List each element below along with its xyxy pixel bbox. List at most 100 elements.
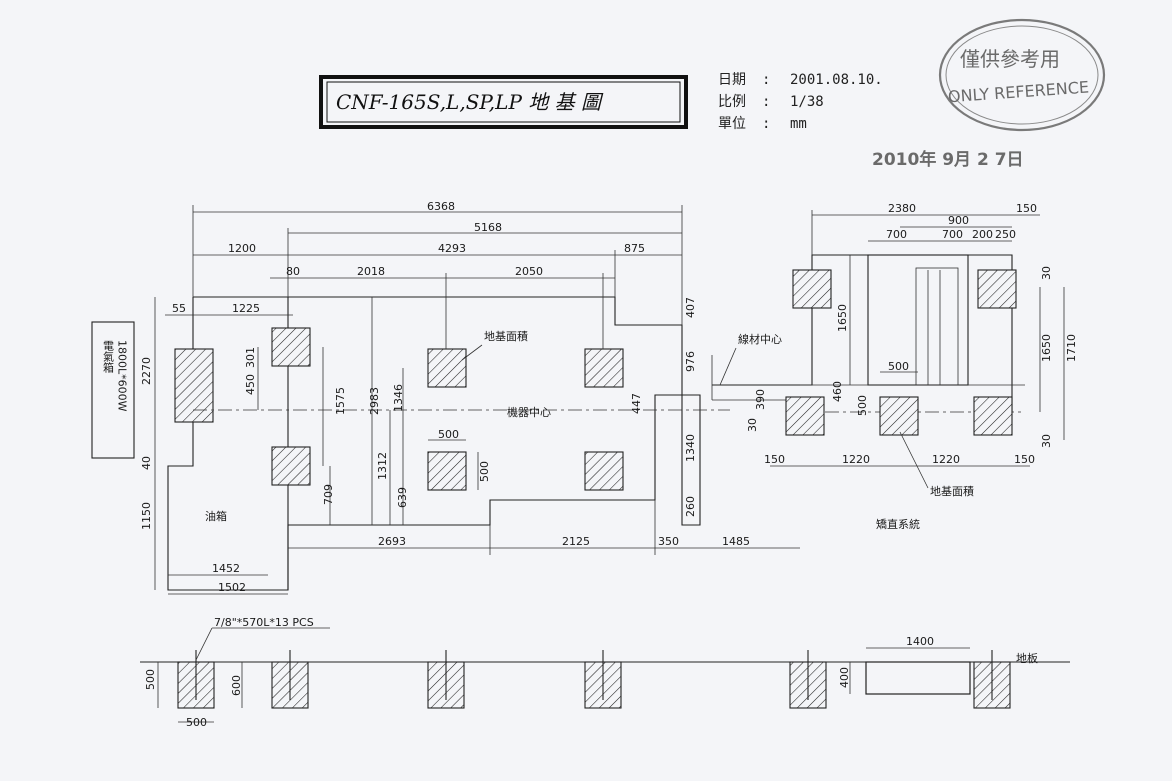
dim-6368: 6368 (427, 200, 455, 213)
dim-2380: 2380 (888, 202, 916, 215)
floor-label: 地板 (1016, 651, 1038, 665)
foundation-pad (973, 396, 1013, 436)
foundation-pad (427, 451, 467, 491)
dim-500-depth: 500 (144, 669, 157, 690)
drawing-title: CNF-165S,L,SP,LP 地 基 圖 (336, 90, 604, 114)
scale-label: 比例 (718, 94, 746, 110)
received-date-stamp: 2010年 9月 2 7日 (872, 149, 1024, 170)
dim-250: 250 (995, 228, 1016, 241)
scale-value: 1/38 (790, 94, 824, 110)
straightener-label: 矯直系統 (876, 517, 920, 531)
dim-900: 900 (948, 214, 969, 227)
dim-1710: 1710 (1065, 334, 1078, 362)
title-block: CNF-165S,L,SP,LP 地 基 圖 (319, 75, 688, 129)
foundation-pad (584, 451, 624, 491)
dim-150-right: 150 (1014, 453, 1035, 466)
dim-700-b: 700 (942, 228, 963, 241)
foundation-pad (174, 348, 214, 423)
dim-1312: 1312 (376, 452, 389, 480)
date-value: 2001.08.10. (790, 72, 883, 88)
dim-1220-a: 1220 (842, 453, 870, 466)
dim-1400: 1400 (906, 635, 934, 648)
dim-500-pad-h: 500 (478, 461, 491, 482)
foundation-pad (879, 396, 919, 436)
unit-label: 單位 (718, 116, 746, 132)
dim-5168: 5168 (474, 221, 502, 234)
dim-350: 350 (658, 535, 679, 548)
stamp-line2: ONLY REFERENCE (947, 77, 1089, 106)
dim-1225: 1225 (232, 302, 260, 315)
svg-text::: : (762, 94, 770, 110)
dim-1220-b: 1220 (932, 453, 960, 466)
straightener-dimensions: 2380 150 900 700 700 200 250 1650 1650 1… (746, 202, 1078, 467)
meta-block: 日期 : 2001.08.10. 比例 : 1/38 單位 : mm (718, 72, 883, 132)
section-view: 7/8"*570L*13 PCS 地板 (140, 616, 1070, 709)
dim-500-width: 500 (186, 716, 207, 729)
bolt-spec-label: 7/8"*570L*13 PCS (214, 616, 314, 629)
dim-390: 390 (754, 389, 767, 410)
foundation-pad (271, 446, 311, 486)
dim-1650-right: 1650 (1040, 334, 1053, 362)
foundation-area-label: 地基面積 (484, 329, 528, 343)
plan-view: 電氣箱 1800L*600W 油箱 機器中心 地基面積 (91, 296, 730, 591)
dim-2983: 2983 (368, 387, 381, 415)
dim-150-top: 150 (1016, 202, 1037, 215)
dim-400: 400 (838, 667, 851, 688)
foundation-pad (977, 269, 1017, 309)
dim-30-left: 30 (746, 418, 759, 432)
dim-30-top: 30 (1040, 266, 1053, 280)
machine-center-label: 機器中心 (507, 405, 551, 419)
dim-500-straightener: 500 (888, 360, 909, 373)
dim-150-left: 150 (764, 453, 785, 466)
dim-200: 200 (972, 228, 993, 241)
dim-1150: 1150 (140, 502, 153, 530)
dim-301: 301 (244, 347, 257, 368)
foundation-area-label-2: 地基面積 (930, 484, 974, 498)
dim-1502: 1502 (218, 581, 246, 594)
dim-2270: 2270 (140, 357, 153, 385)
dim-1200: 1200 (228, 242, 256, 255)
section-plate (865, 661, 971, 695)
dim-407: 407 (684, 297, 697, 318)
straightener-view: 線材中心 地基面積 矯直系統 (711, 254, 1025, 531)
reference-stamp: 僅供參考用 ONLY REFERENCE (938, 18, 1106, 132)
date-label: 日期 (718, 72, 746, 88)
dim-4293: 4293 (438, 242, 466, 255)
dim-1575: 1575 (334, 387, 347, 415)
dim-260: 260 (684, 496, 697, 517)
stamp-line1: 僅供參考用 (960, 47, 1060, 71)
foundation-pad (271, 327, 311, 367)
foundation-pad (785, 396, 825, 436)
dim-450: 450 (244, 374, 257, 395)
dim-709: 709 (322, 484, 335, 505)
dim-1650-left: 1650 (836, 304, 849, 332)
dim-460: 460 (831, 381, 844, 402)
dim-40: 40 (140, 456, 153, 470)
dim-55: 55 (172, 302, 186, 315)
electrical-box-label: 電氣箱 (102, 340, 115, 374)
dim-1485: 1485 (722, 535, 750, 548)
svg-text::: : (762, 72, 770, 88)
oil-tank-label: 油箱 (205, 509, 227, 523)
dim-2125: 2125 (562, 535, 590, 548)
dim-1340: 1340 (684, 434, 697, 462)
dim-2018: 2018 (357, 265, 385, 278)
dim-2050: 2050 (515, 265, 543, 278)
foundation-pad (792, 269, 832, 309)
dim-700-a: 700 (886, 228, 907, 241)
dim-500-side: 500 (856, 395, 869, 416)
dim-600: 600 (230, 675, 243, 696)
dim-30-bottom: 30 (1040, 434, 1053, 448)
foundation-pad (584, 348, 624, 388)
dim-80: 80 (286, 265, 300, 278)
unit-value: mm (790, 116, 807, 132)
dim-500-pad-w: 500 (438, 428, 459, 441)
dim-447: 447 (630, 393, 643, 414)
dim-976: 976 (684, 351, 697, 372)
section-dimensions: 500 600 500 1400 400 (144, 635, 970, 729)
dim-875: 875 (624, 242, 645, 255)
dim-639: 639 (396, 487, 409, 508)
electrical-box-outline (91, 321, 135, 459)
dim-2693: 2693 (378, 535, 406, 548)
